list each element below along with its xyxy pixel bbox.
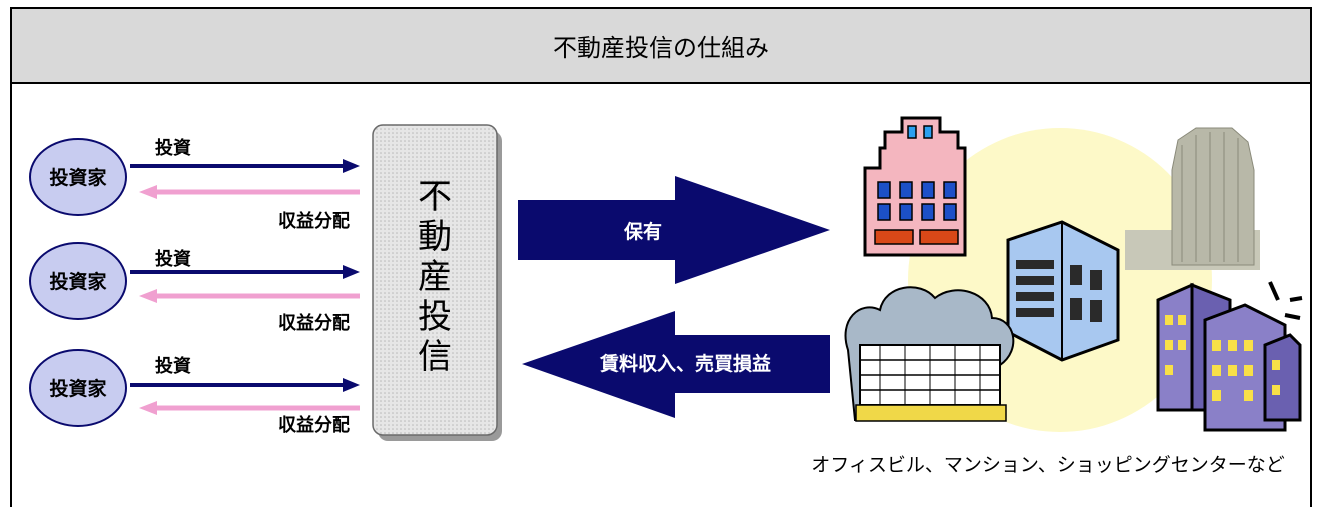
invest-label: 投資 xyxy=(155,248,191,270)
dividend-label: 収益分配 xyxy=(278,210,350,232)
property-caption: オフィスビル、マンション、ショッピングセンターなど xyxy=(811,454,1284,476)
skyscraper-icon xyxy=(1125,127,1260,270)
invest-arrowhead xyxy=(343,159,360,173)
dividend-arrowhead xyxy=(139,401,157,415)
dividend-label: 収益分配 xyxy=(278,414,350,436)
investor-label: 投資家 xyxy=(49,377,107,400)
reit-char: 信 xyxy=(418,337,452,377)
income-arrow-label: 賃料収入、売買損益 xyxy=(599,352,771,375)
investor-label: 投資家 xyxy=(49,270,107,293)
investor-node xyxy=(29,242,127,320)
own-arrow: 保有 xyxy=(518,176,830,284)
invest-arrowhead xyxy=(343,378,360,392)
invest-label: 投資 xyxy=(155,137,191,159)
dividend-label: 収益分配 xyxy=(278,312,350,334)
reit-box: 不 動 産 投 信 xyxy=(372,124,502,441)
own-arrow-label: 保有 xyxy=(623,220,662,243)
reit-char: 動 xyxy=(418,217,452,257)
invest-arrowhead xyxy=(343,265,360,279)
invest-label: 投資 xyxy=(155,355,191,377)
diagram-title: 不動産投信の仕組み xyxy=(12,9,1310,84)
apartment-cluster-icon xyxy=(1156,281,1303,432)
investor-node xyxy=(29,349,127,427)
dividend-arrowhead xyxy=(139,185,157,199)
investor-group-2: 投資家 投資 収益分配 xyxy=(29,242,360,334)
reit-char: 産 xyxy=(418,257,452,297)
office-building-icon xyxy=(863,116,967,257)
investor-node xyxy=(29,138,127,216)
investor-group-3: 投資家 投資 収益分配 xyxy=(29,349,360,436)
investor-group-1: 投資家 投資 収益分配 xyxy=(29,137,360,232)
shopping-center-icon xyxy=(844,286,1015,422)
investor-label: 投資家 xyxy=(49,166,107,189)
reit-char: 投 xyxy=(418,297,452,337)
glass-building-icon xyxy=(1006,220,1120,362)
reit-char: 不 xyxy=(418,177,452,217)
dividend-arrowhead xyxy=(139,289,157,303)
income-arrow: 賃料収入、売買損益 xyxy=(522,311,830,418)
